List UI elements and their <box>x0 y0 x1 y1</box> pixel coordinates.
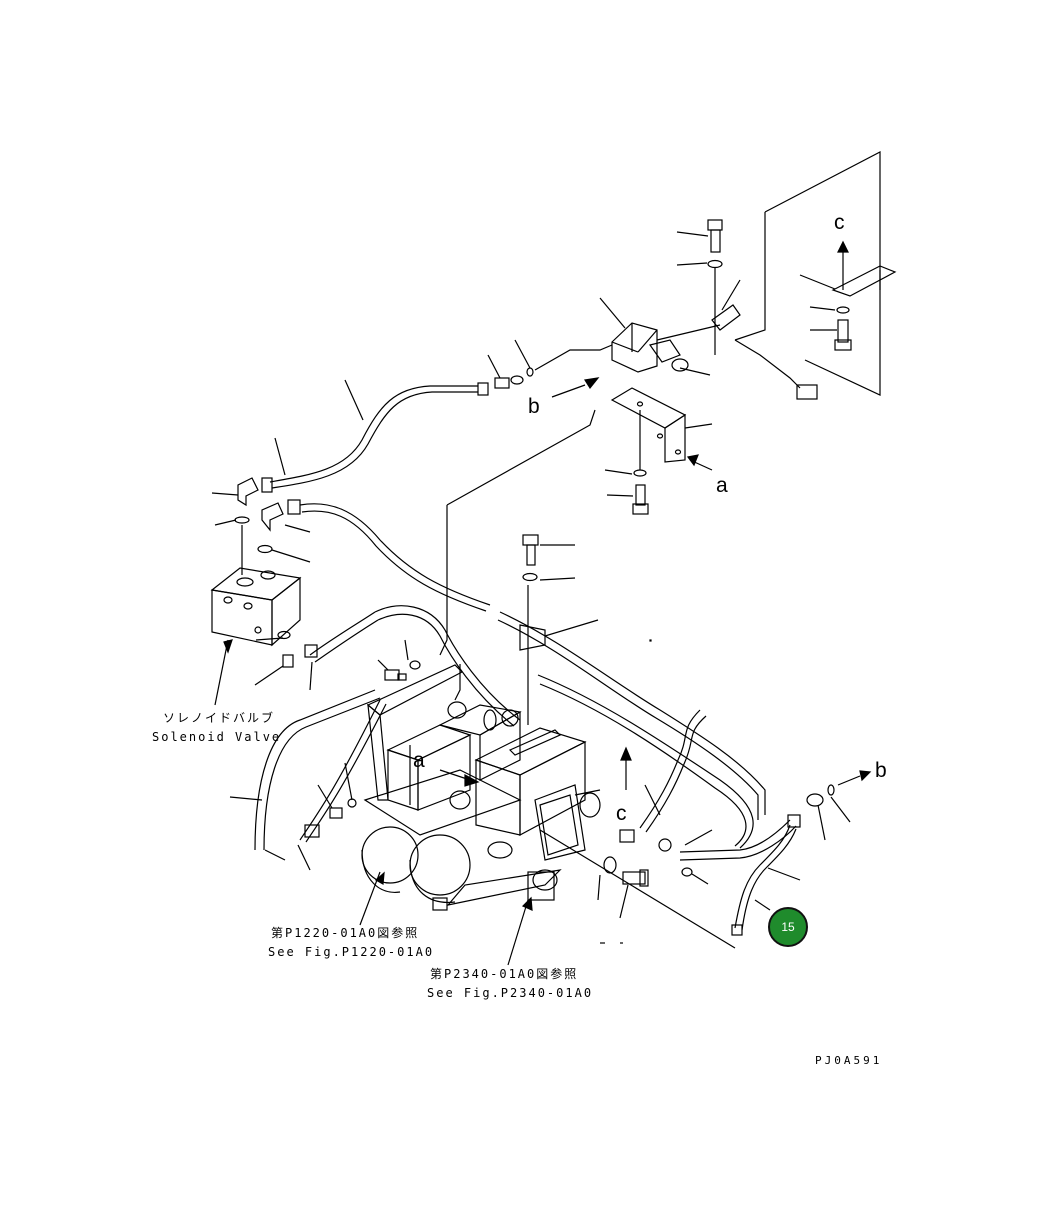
connector-label-b-right: b <box>875 759 887 782</box>
pump-assembly <box>361 585 601 911</box>
connector-label-b-top: b <box>528 395 540 418</box>
connector-arrows <box>439 746 632 790</box>
center-bolt <box>519 534 599 651</box>
middle-hose <box>287 499 766 820</box>
cable-harness <box>229 409 754 861</box>
connector-label-c-top: c <box>834 211 845 234</box>
bracket-hardware-c <box>799 240 897 351</box>
solenoid-label-en: Solenoid Valve <box>152 730 282 744</box>
connector-label-c-pump: c <box>616 802 627 825</box>
hose-15 <box>731 770 872 936</box>
solenoid-valve <box>210 567 302 706</box>
reference-fig1-en: See Fig.P1220-01A0 <box>268 945 435 959</box>
part-callout-15[interactable]: 15 <box>768 907 808 947</box>
solenoid-label-jp: ソレノイドバルブ <box>163 711 276 725</box>
bracket-a <box>604 387 713 515</box>
connector-label-a-right: a <box>716 474 728 497</box>
part-callout-number: 15 <box>781 920 795 934</box>
upper-hose <box>261 339 613 493</box>
right-hose <box>619 639 797 885</box>
frame-outline <box>734 151 881 400</box>
reference-fig2-en: See Fig.P2340-01A0 <box>427 986 594 1000</box>
reference-fig1-jp: 第P1220-01A0図参照 <box>271 926 420 940</box>
elbow-fittings <box>211 477 311 575</box>
left-fittings <box>297 611 421 871</box>
top-bolt <box>676 219 741 355</box>
drawing-code: PJ0A591 <box>815 1054 883 1067</box>
reference-leaders <box>359 871 533 966</box>
bottom-hardware <box>539 829 736 949</box>
reference-fig2-jp: 第P2340-01A0図参照 <box>430 967 579 981</box>
connector-label-a-pump: a <box>413 749 425 772</box>
valve-block-top <box>551 297 721 398</box>
